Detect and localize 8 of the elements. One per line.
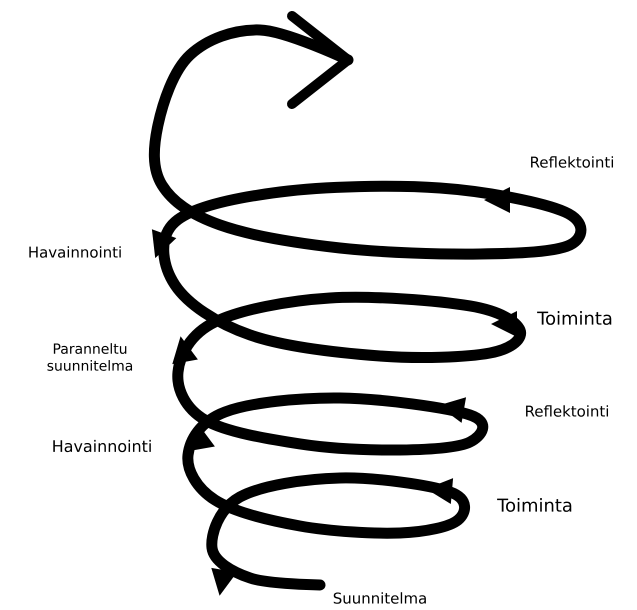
step-label: Havainnointi (53, 440, 151, 452)
step-label: Havainnointi (29, 246, 121, 258)
step-label: Reflektointi (526, 405, 608, 417)
step-label: Paranneltu suunnitelma (47, 343, 132, 371)
step-label: Reflektointi (531, 156, 614, 168)
step-label: Suunnitelma (334, 592, 426, 604)
step-label: Toiminta (497, 498, 572, 512)
step-label: Toiminta (537, 311, 612, 325)
